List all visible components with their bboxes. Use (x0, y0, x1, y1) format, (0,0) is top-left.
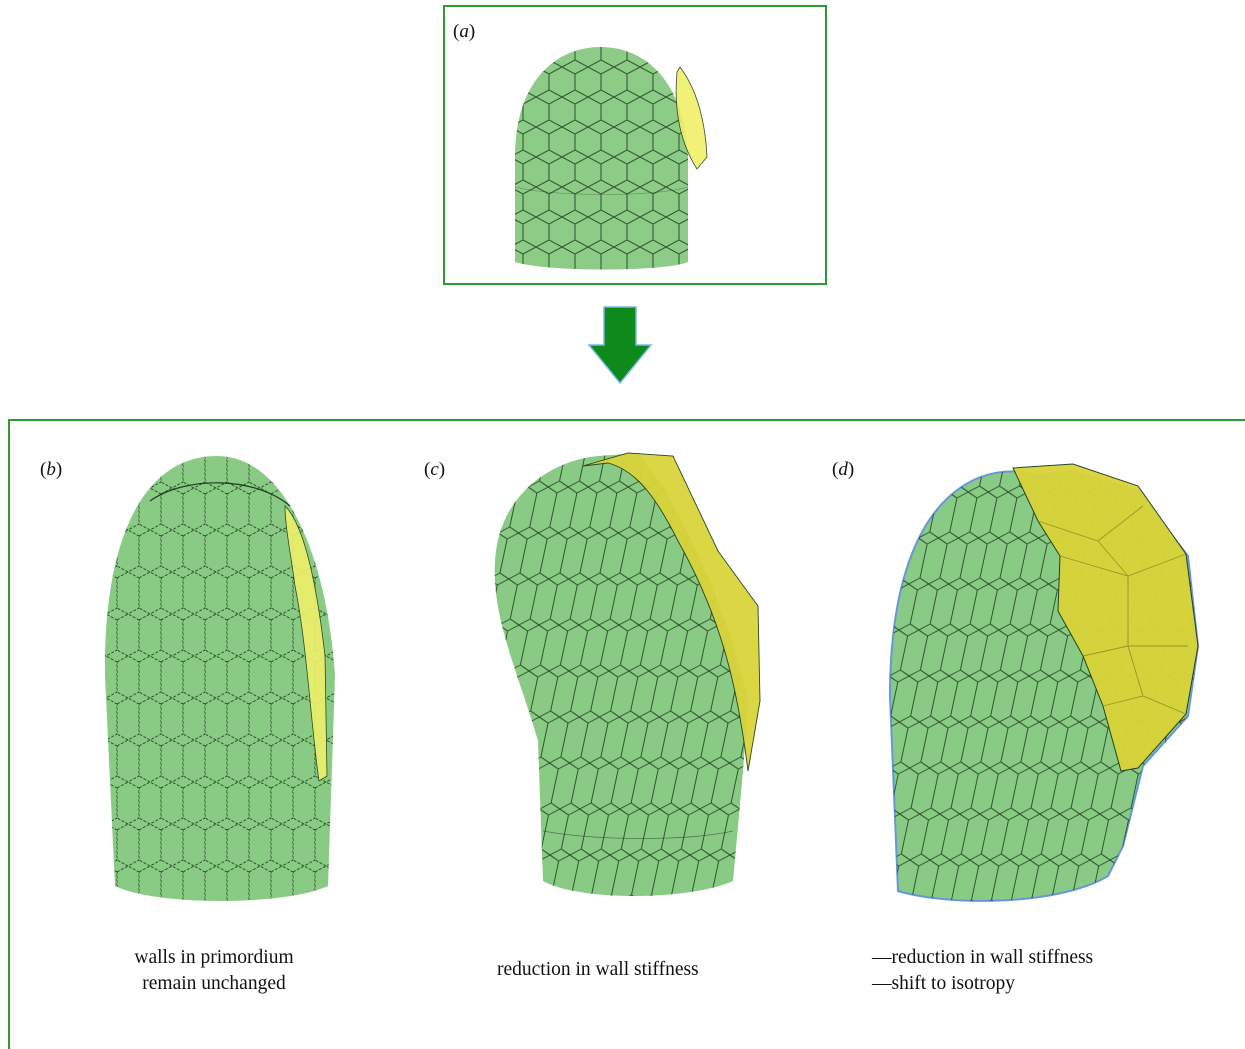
caption-b: walls in primordium remain unchanged (114, 945, 314, 997)
caption-d: —reduction in wall stiffness —shift to i… (872, 945, 1093, 997)
panel-d-label: (d) (832, 459, 854, 481)
panel-c-label: (c) (424, 459, 445, 481)
elongated-shoot-c-illustration (488, 441, 778, 921)
elongated-shoot-d-illustration (888, 446, 1208, 926)
panel-b-label: (b) (40, 459, 62, 481)
elongated-shoot-b-illustration (95, 446, 355, 916)
panel-bcd-frame: (b) walls in primordium remain unchanged… (8, 419, 1245, 1049)
down-arrow-icon (585, 305, 655, 385)
meristem-dome-illustration (445, 7, 829, 287)
caption-c: reduction in wall stiffness (497, 957, 699, 983)
panel-a-frame: (a) (443, 5, 827, 285)
